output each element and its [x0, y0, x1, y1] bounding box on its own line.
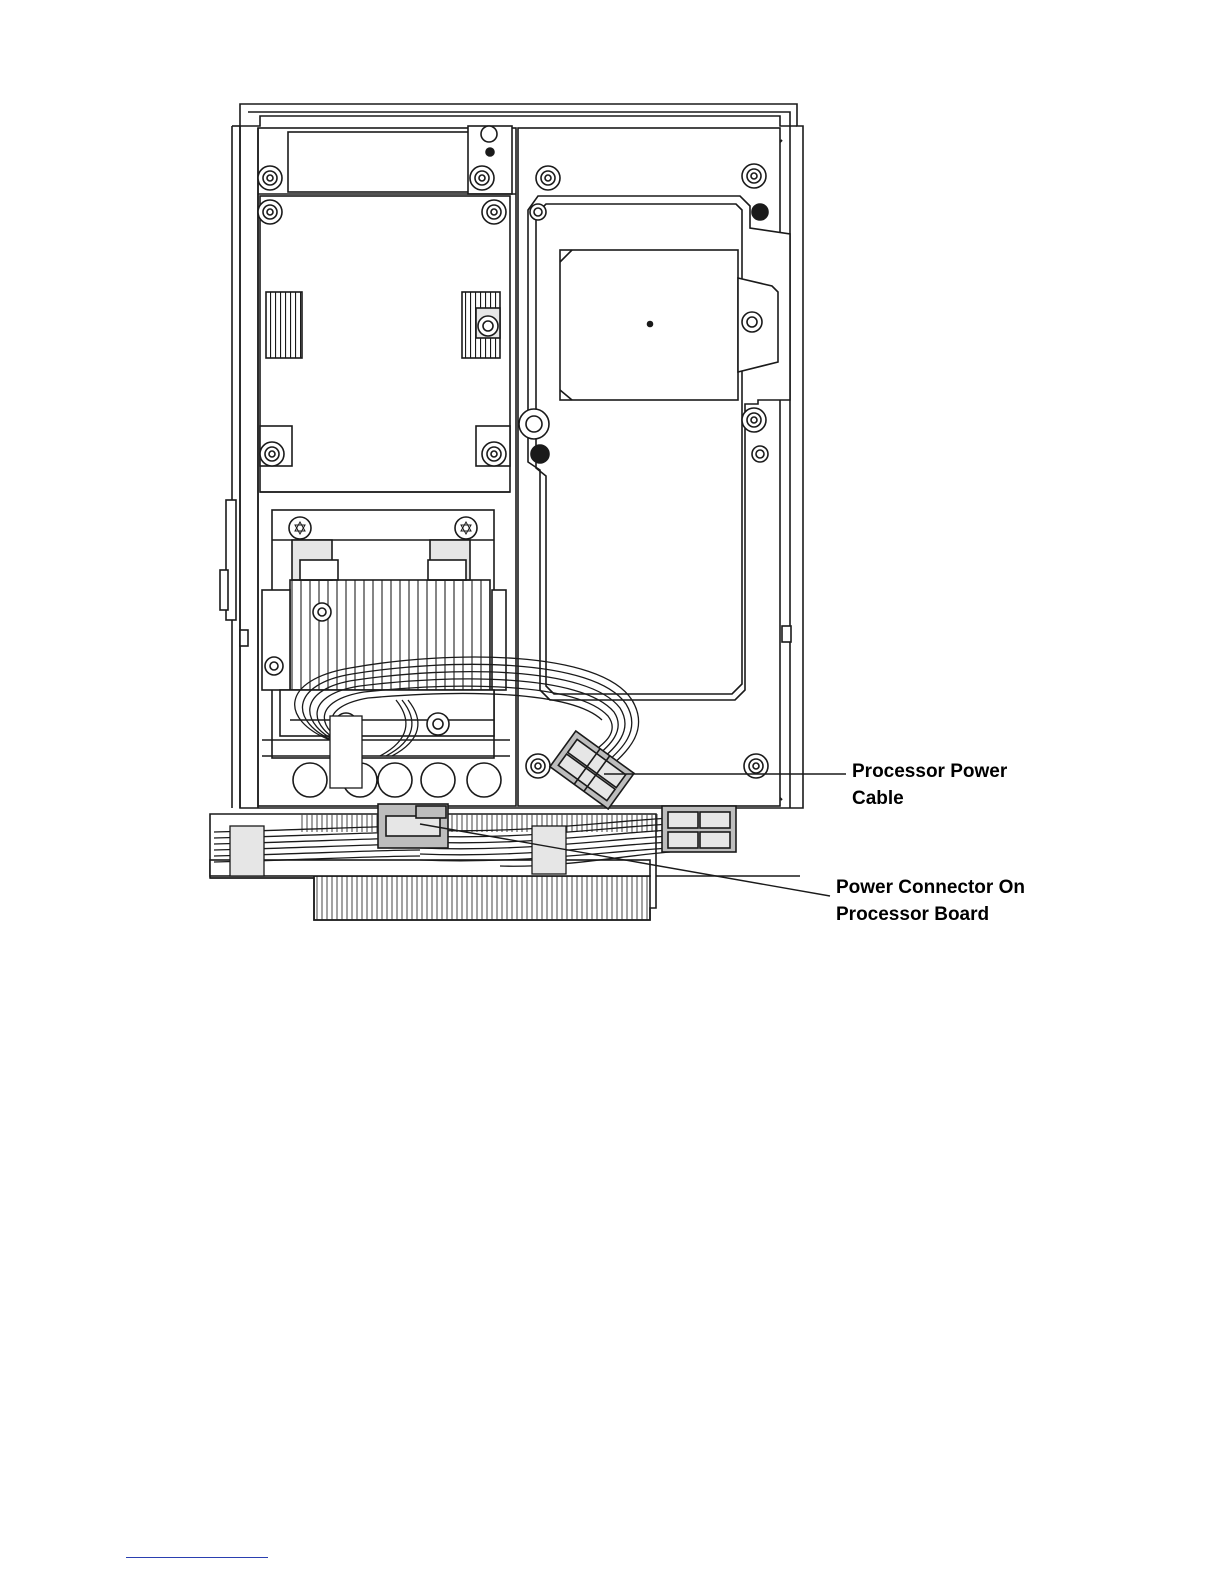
callout-processor-power-cable: Processor Power Cable	[852, 758, 1007, 812]
callout-line: Power Connector On	[836, 874, 1025, 901]
callout-power-connector-on-processor-board: Power Connector On Processor Board	[836, 874, 1025, 928]
footer-rule	[126, 1557, 268, 1558]
callout-line: Cable	[852, 785, 1007, 812]
callout-line: Processor Power	[852, 758, 1007, 785]
power-connector-on-processor-board	[378, 804, 448, 848]
callout-line: Processor Board	[836, 901, 1025, 928]
right-bay	[518, 128, 790, 806]
board-power-connector-right	[662, 806, 736, 852]
processor-heatsink	[262, 510, 510, 797]
